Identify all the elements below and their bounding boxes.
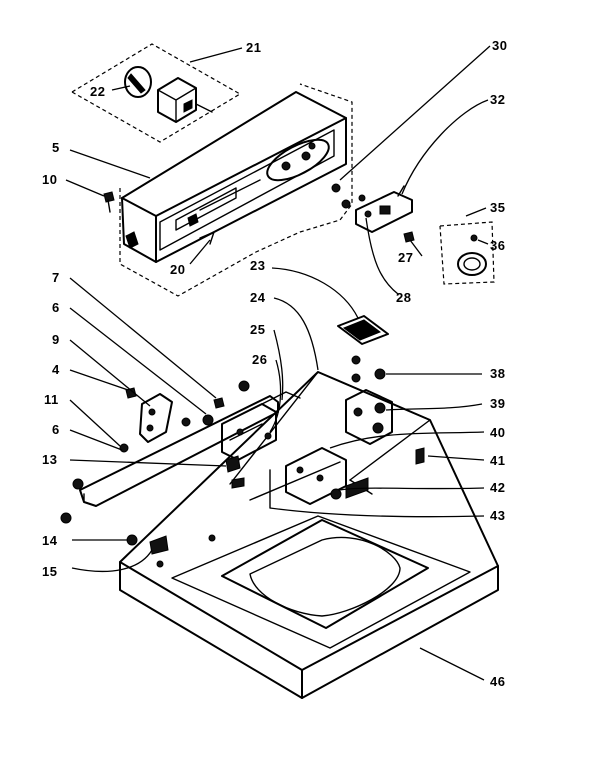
part-41 xyxy=(415,447,425,465)
callout-10: 10 xyxy=(42,172,57,187)
callout-7: 7 xyxy=(52,270,60,285)
callout-20: 20 xyxy=(170,262,185,277)
screw-part-10 xyxy=(103,191,115,213)
washer-top-cover-part xyxy=(119,371,499,699)
control-panel-group-outline xyxy=(119,83,353,297)
leader-lines xyxy=(65,45,491,681)
screw-part-6-lower xyxy=(60,443,129,524)
screw-part-27 xyxy=(403,231,415,243)
screw-part-30 xyxy=(331,183,366,209)
callout-6-upper: 6 xyxy=(52,300,60,315)
callout-42: 42 xyxy=(490,480,505,495)
callout-36: 36 xyxy=(490,238,505,253)
callout-5: 5 xyxy=(52,140,60,155)
callout-15: 15 xyxy=(42,564,57,579)
parts-38-39-40 xyxy=(345,355,393,445)
callout-21: 21 xyxy=(246,40,261,55)
hinge-part-9 xyxy=(139,393,173,443)
callout-39: 39 xyxy=(490,396,505,411)
actuator-part-23 xyxy=(337,315,389,345)
callout-25: 25 xyxy=(250,322,265,337)
callout-35: 35 xyxy=(490,200,505,215)
callout-24: 24 xyxy=(250,290,266,305)
screw-part-28 xyxy=(364,210,372,218)
callout-26: 26 xyxy=(252,352,267,367)
lid-switch-bracket-part xyxy=(221,391,301,461)
callout-13: 13 xyxy=(42,452,57,467)
clip-part-20 xyxy=(199,231,215,245)
screw-part-4 xyxy=(125,387,137,399)
callout-38: 38 xyxy=(490,366,505,381)
callout-43: 43 xyxy=(490,508,505,523)
knob-part-36 xyxy=(457,234,487,276)
screw-part-6-upper xyxy=(181,380,250,427)
callout-4: 4 xyxy=(52,362,60,377)
timer-part xyxy=(157,77,213,123)
callout-22: 22 xyxy=(90,84,105,99)
trim-strip-part xyxy=(79,395,279,507)
callout-9: 9 xyxy=(52,332,60,347)
screw-part-7 xyxy=(213,397,225,409)
callout-14: 14 xyxy=(42,533,58,548)
callout-46: 46 xyxy=(490,674,505,689)
callout-28: 28 xyxy=(396,290,411,305)
knob-group-outline xyxy=(439,221,495,285)
part-15 xyxy=(149,534,216,568)
callout-6-lower: 6 xyxy=(52,422,60,437)
timer-knob-part xyxy=(124,66,152,98)
callout-41: 41 xyxy=(490,453,505,468)
callout-32: 32 xyxy=(490,92,505,107)
switch-bracket-part xyxy=(355,185,413,233)
control-panel-part xyxy=(121,91,347,263)
callout-23: 23 xyxy=(250,258,265,273)
callout-30: 30 xyxy=(492,38,507,53)
callout-labels: 21 22 5 10 20 30 32 35 36 27 28 23 24 25… xyxy=(42,38,507,689)
callout-40: 40 xyxy=(490,425,505,440)
callout-27: 27 xyxy=(398,250,413,265)
screw-part-14 xyxy=(126,534,138,546)
part-13 xyxy=(225,455,245,489)
callout-11: 11 xyxy=(44,392,59,407)
